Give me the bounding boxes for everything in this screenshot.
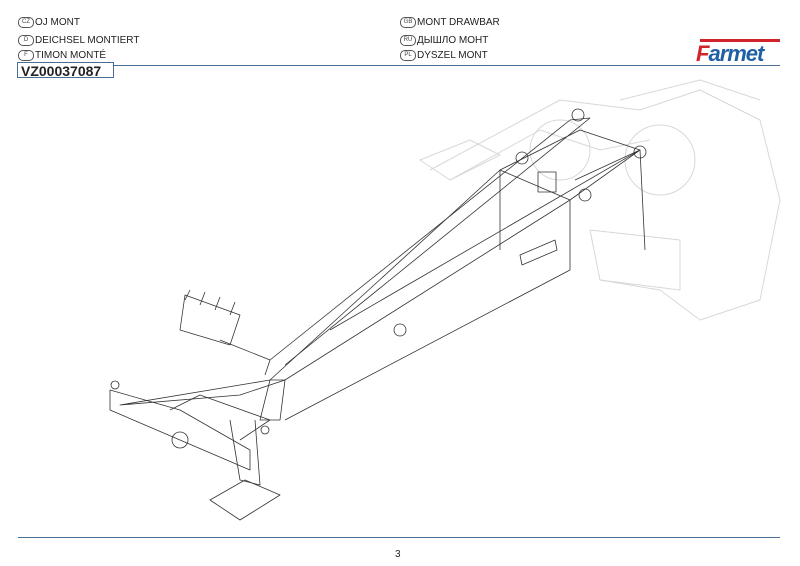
title-text: MONT DRAWBAR [417, 17, 500, 28]
title-text: DEICHSEL MONTIERT [35, 35, 140, 46]
part-code: VZ00037087 [17, 62, 114, 79]
gb-flag-icon: GB [400, 17, 416, 28]
ru-flag-icon: RU [400, 35, 416, 46]
footer-divider [18, 537, 780, 538]
pl-flag-icon: PL [400, 50, 416, 61]
cz-flag-icon: CZ [18, 17, 34, 28]
title-text: ДЫШЛО МОНТ [417, 35, 489, 46]
d-flag-icon: D [18, 35, 34, 46]
farmet-logo: Farmet [696, 39, 782, 66]
title-text: OJ MONT [35, 17, 80, 28]
f-flag-icon: F [18, 50, 34, 61]
title-text: DYSZEL MONT [417, 50, 488, 61]
page-number: 3 [395, 549, 401, 560]
title-text: TIMON MONTÉ [35, 50, 107, 61]
header-divider [114, 65, 780, 66]
